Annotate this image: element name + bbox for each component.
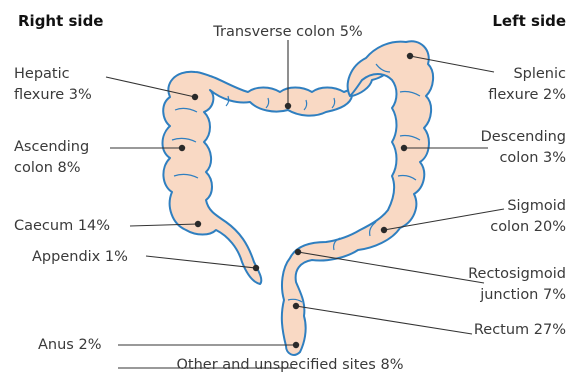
label-hepatic-line2: flexure 3% bbox=[14, 85, 92, 106]
dot-splenic bbox=[407, 53, 413, 59]
dot-rectosigmoid bbox=[295, 249, 301, 255]
dot-hepatic bbox=[192, 94, 198, 100]
label-sigmoid-line1: Sigmoid bbox=[490, 196, 566, 217]
label-sigmoid-colon: Sigmoid colon 20% bbox=[490, 196, 566, 238]
label-descending-line1: Descending bbox=[481, 127, 566, 148]
label-sigmoid-line2: colon 20% bbox=[490, 217, 566, 238]
label-ascending-line1: Ascending bbox=[14, 137, 89, 158]
dot-transverse bbox=[285, 103, 291, 109]
left-side-header: Left side bbox=[492, 12, 566, 30]
label-rectosigmoid-junction: Rectosigmoid junction 7% bbox=[468, 264, 566, 306]
label-appendix: Appendix 1% bbox=[32, 247, 128, 268]
label-ascending-line2: colon 8% bbox=[14, 158, 89, 179]
label-rectosigmoid-line1: Rectosigmoid bbox=[468, 264, 566, 285]
label-rectosigmoid-line2: junction 7% bbox=[468, 285, 566, 306]
label-rectum: Rectum 27% bbox=[474, 320, 566, 341]
label-anus: Anus 2% bbox=[38, 335, 101, 356]
dot-appendix bbox=[253, 265, 259, 271]
label-splenic-line1: Splenic bbox=[488, 64, 566, 85]
label-caecum: Caecum 14% bbox=[14, 216, 110, 237]
label-hepatic-line1: Hepatic bbox=[14, 64, 92, 85]
dot-ascending bbox=[179, 145, 185, 151]
label-splenic-line2: flexure 2% bbox=[488, 85, 566, 106]
dot-anus bbox=[293, 342, 299, 348]
label-ascending-colon: Ascending colon 8% bbox=[14, 137, 89, 179]
dot-descending bbox=[401, 145, 407, 151]
label-descending-colon: Descending colon 3% bbox=[481, 127, 566, 169]
right-side-header: Right side bbox=[18, 12, 103, 30]
label-hepatic-flexure: Hepatic flexure 3% bbox=[14, 64, 92, 106]
label-splenic-flexure: Splenic flexure 2% bbox=[488, 64, 566, 106]
dot-rectum bbox=[293, 303, 299, 309]
dot-sigmoid bbox=[381, 227, 387, 233]
label-descending-line2: colon 3% bbox=[481, 148, 566, 169]
label-transverse-colon: Transverse colon 5% bbox=[200, 22, 376, 43]
dot-caecum bbox=[195, 221, 201, 227]
label-other-sites: Other and unspecified sites 8% bbox=[140, 355, 440, 376]
